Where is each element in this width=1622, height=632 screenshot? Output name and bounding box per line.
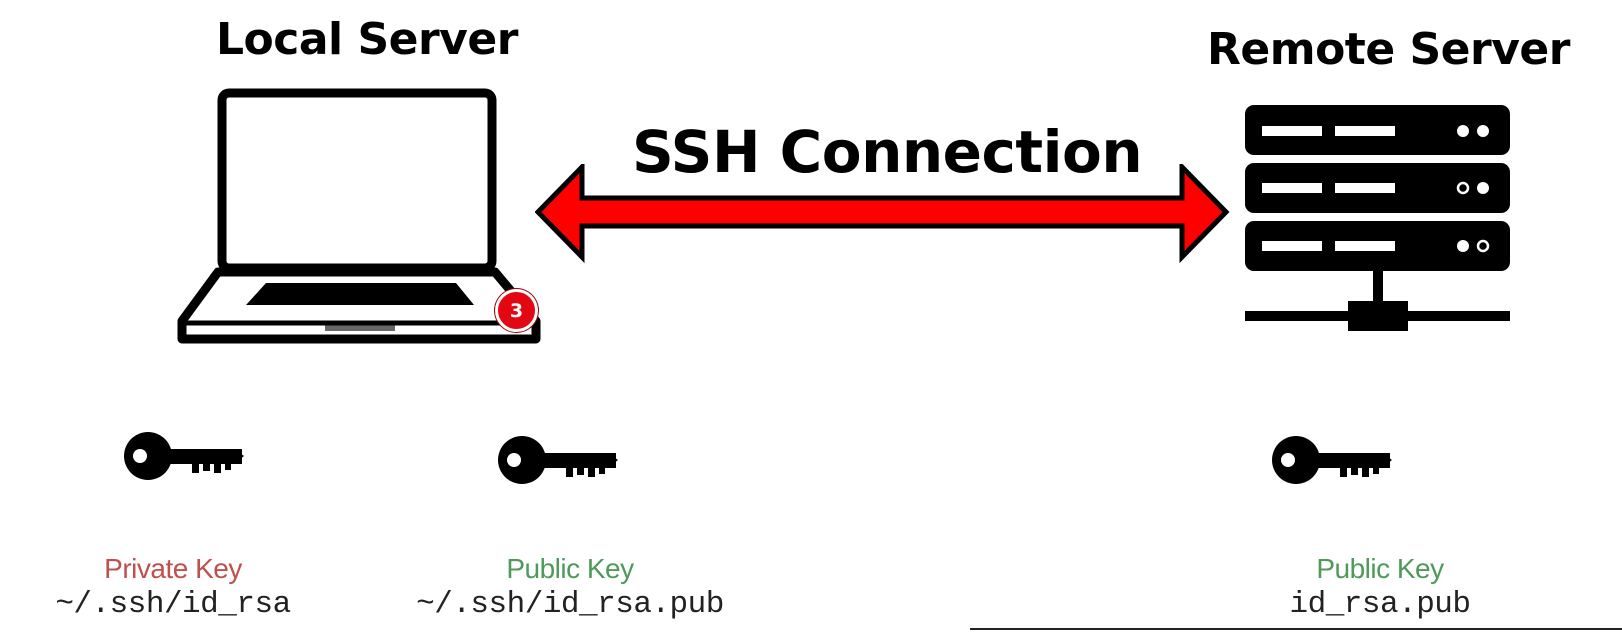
public-key-name: Public Key <box>506 553 634 584</box>
public-key-path: ~/.ssh/id_rsa.pub <box>416 587 724 622</box>
remote-public-key-icon <box>1272 436 1392 484</box>
remote-public-key-path: id_rsa.pub <box>1289 587 1471 622</box>
divider-line <box>970 628 1622 630</box>
public-key-icon <box>498 436 618 484</box>
local-server-title: Local Server <box>216 14 518 65</box>
remote-server-title: Remote Server <box>1207 24 1570 75</box>
double-arrow-icon <box>535 164 1230 264</box>
step-number-badge: 3 <box>495 289 538 332</box>
private-key-name: Private Key <box>104 553 242 584</box>
private-key-label: Private Key ~/.ssh/id_rsa <box>23 553 323 622</box>
server-rack-icon <box>1245 105 1510 331</box>
private-key-path: ~/.ssh/id_rsa <box>55 587 291 622</box>
private-key-icon <box>124 432 244 480</box>
remote-public-key-label: Public Key id_rsa.pub <box>1230 553 1530 622</box>
remote-public-key-name: Public Key <box>1316 553 1444 584</box>
laptop-icon <box>177 88 541 344</box>
public-key-label: Public Key ~/.ssh/id_rsa.pub <box>380 553 760 622</box>
ssh-connection-label: SSH Connection <box>632 118 1143 186</box>
